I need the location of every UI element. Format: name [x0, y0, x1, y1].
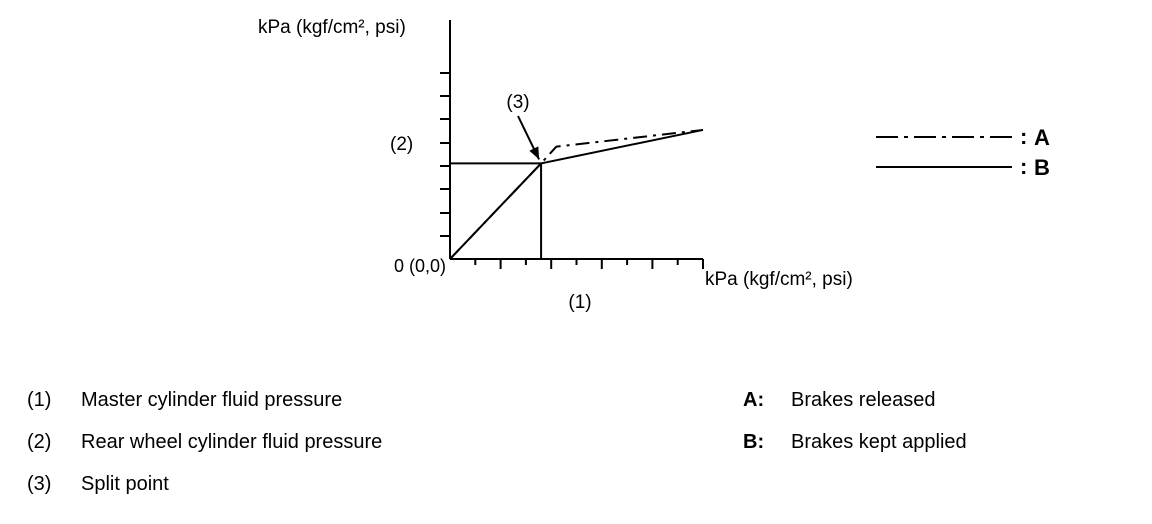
- legend-key-b: B: [1034, 155, 1050, 180]
- series-lines: [449, 128, 704, 260]
- x-axis-label: kPa (kgf/cm², psi): [705, 269, 853, 290]
- chart-legend: : A: B: [876, 124, 1050, 180]
- caption-list-right: A: Brakes released B: Brakes kept applie…: [743, 390, 1073, 460]
- axes: [440, 20, 704, 269]
- caption-text: Brakes released: [791, 389, 936, 411]
- caption-key: A:: [743, 389, 765, 411]
- caption-key: B:: [743, 431, 765, 453]
- y-axis-ref: (2): [390, 134, 413, 155]
- legend-colon: :: [1020, 124, 1027, 149]
- origin-label: 0 (0,0): [394, 256, 446, 276]
- x-axis-ref: (1): [568, 292, 591, 313]
- legend-colon: :: [1020, 154, 1027, 179]
- caption-text: Brakes kept applied: [791, 431, 967, 453]
- caption-list-left: (1) Master cylinder fluid pressure (2) R…: [27, 390, 547, 500]
- split-point-arrow: [517, 115, 540, 160]
- caption-number: (1): [27, 389, 52, 411]
- caption-number: (3): [27, 473, 52, 495]
- y-axis-label: kPa (kgf/cm², psi): [258, 17, 406, 38]
- arrow-head: [529, 146, 540, 160]
- split-guides: [450, 162, 543, 259]
- split-point-label: (3): [506, 92, 529, 113]
- legend-key-a: A: [1034, 125, 1050, 150]
- series-line-b: [449, 128, 704, 260]
- series-line-a: [449, 128, 704, 260]
- caption-text: Split point: [81, 473, 169, 495]
- caption-text: Rear wheel cylinder fluid pressure: [81, 431, 383, 453]
- caption-text: Master cylinder fluid pressure: [81, 389, 343, 411]
- caption-number: (2): [27, 431, 52, 453]
